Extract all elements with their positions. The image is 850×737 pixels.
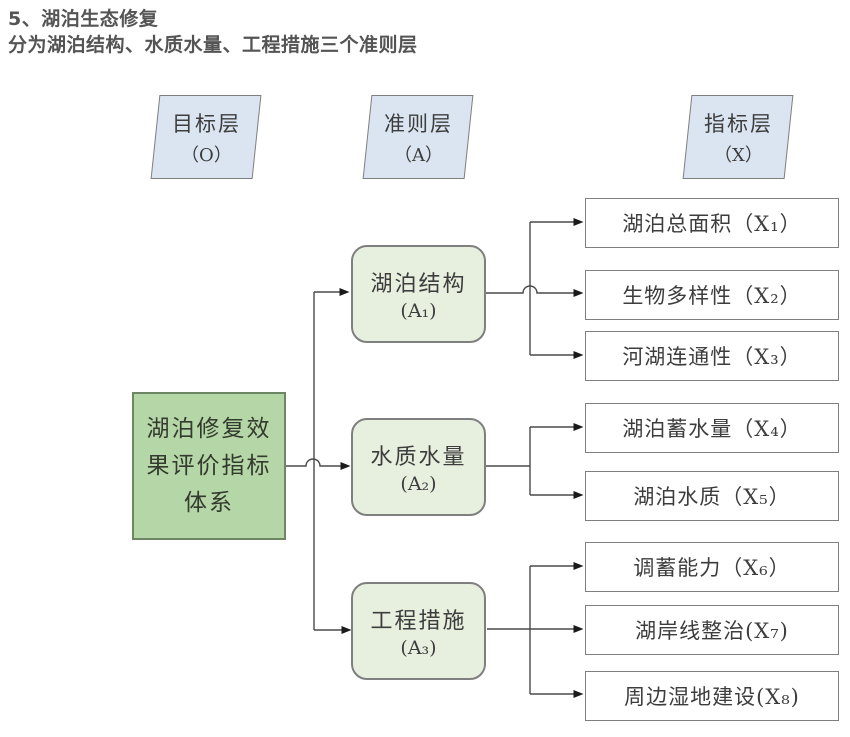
criterion-a3-code: (A₃) [400, 637, 437, 659]
indicator-box-x7: 湖岸线整治(X₇) [585, 605, 839, 655]
indicator-box-x2: 生物多样性（X₂） [585, 270, 839, 320]
layer-header-criteria-name: 准则层 [383, 111, 453, 136]
criterion-a2-code: (A₂) [400, 473, 437, 495]
indicator-box-x8: 周边湿地建设(X₈) [585, 671, 839, 721]
indicator-box-x6: 调蓄能力（X₆） [585, 542, 839, 592]
criterion-a2-label: 水质水量 [370, 445, 467, 470]
criterion-box-a3: 工程措施 (A₃) [351, 582, 486, 680]
connector-a1-to-x2 [483, 285, 584, 297]
criterion-a1-label: 湖泊结构 [370, 272, 467, 297]
layer-header-indicators-text: 指标层 （X） [704, 108, 773, 167]
layer-header-goal-text: 目标层 （O） [172, 108, 241, 167]
layer-header-criteria-code: （A） [393, 144, 443, 166]
indicator-box-x3: 河湖连通性（X₃） [585, 331, 839, 381]
goal-box: 湖泊修复效果评价指标体系 [132, 392, 286, 540]
criterion-box-a1: 湖泊结构 (A₁) [351, 245, 486, 343]
criterion-box-a2: 水质水量 (A₂) [351, 418, 486, 516]
layer-header-criteria-text: 准则层 （A） [384, 108, 453, 167]
layer-header-goal: 目标层 （O） [150, 95, 262, 179]
layer-header-indicators-code: （X） [713, 144, 763, 166]
layer-header-goal-name: 目标层 [171, 111, 241, 136]
indicator-box-x5: 湖泊水质（X₅） [585, 471, 839, 521]
goal-box-label: 湖泊修复效果评价指标体系 [146, 415, 272, 516]
layer-header-indicators-name: 指标层 [703, 111, 773, 136]
criterion-a3-label: 工程措施 [370, 609, 467, 634]
page-title: 5、湖泊生态修复 [8, 8, 159, 30]
indicator-box-x4: 湖泊蓄水量（X₄） [585, 403, 839, 453]
page-subtitle: 分为湖泊结构、水质水量、工程措施三个准则层 [8, 34, 418, 56]
indicator-box-x1: 湖泊总面积（X₁） [585, 198, 839, 248]
criterion-a1-code: (A₁) [400, 300, 437, 322]
layer-header-criteria: 准则层 （A） [362, 95, 474, 179]
layer-header-indicators: 指标层 （X） [682, 95, 794, 179]
layer-header-goal-code: （O） [180, 144, 232, 166]
connector-goal-to-a2 [284, 458, 351, 470]
